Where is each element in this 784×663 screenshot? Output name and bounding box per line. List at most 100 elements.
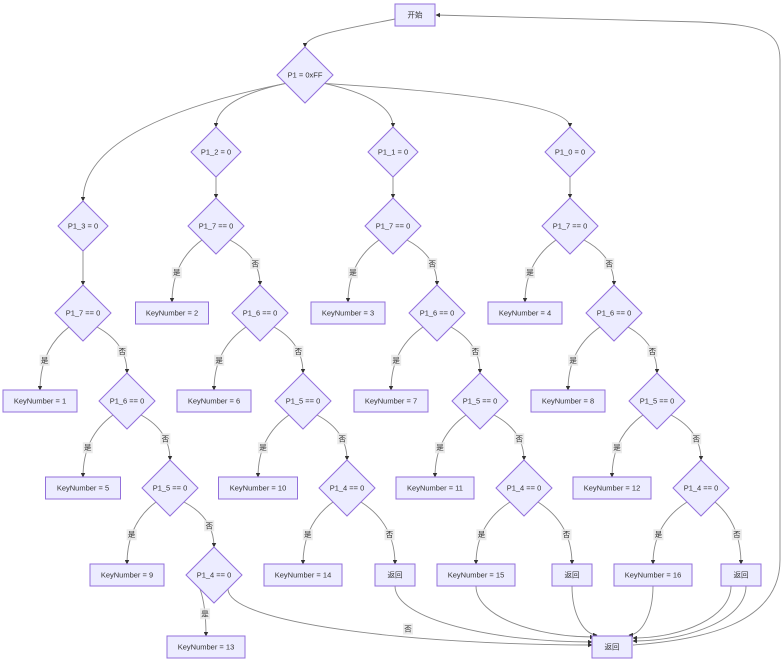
node-dk8[interactable]: KeyNumber = 8 [530,389,606,413]
edge-label-text: 否 [295,347,303,356]
edge-label-no: 否 [427,258,438,270]
edge-c4-to-ck15 [473,501,511,565]
edge-label-text: 否 [118,347,126,356]
node-a0[interactable]: P1_3 = 0 [57,200,109,252]
node-label: P1_7 == 0 [199,222,234,231]
node-a4[interactable]: P1_4 == 0 [185,546,243,604]
edge-label-text: 否 [472,347,480,356]
process-box [720,563,762,587]
edge-label-no: 否 [604,258,615,270]
edge-label-yes: 是 [302,529,313,541]
edge-label-yes: 是 [347,267,358,279]
node-ck7[interactable]: KeyNumber = 7 [353,389,429,413]
node-c5[interactable]: P1_5 == 0 [451,372,509,430]
process-box [436,563,516,587]
node-a5[interactable]: P1_5 == 0 [141,459,199,517]
edge-label-background [611,442,622,454]
node-label: KeyNumber = 16 [625,571,682,580]
edge-d7-to-dk4 [522,239,557,303]
edge-label-background [653,529,664,541]
node-end[interactable]: 返回 [591,635,633,659]
edge-label-background [403,623,413,635]
node-d0[interactable]: P1_0 = 0 [544,126,596,178]
node-d5[interactable]: P1_5 == 0 [628,372,686,430]
node-c4[interactable]: P1_4 == 0 [495,459,553,517]
edge-label-text: 是 [613,443,621,452]
edge-label-background [126,529,137,541]
node-ck3[interactable]: KeyNumber = 3 [310,301,386,325]
node-ak13[interactable]: KeyNumber = 13 [166,635,246,659]
edge-label-text: 否 [649,347,657,356]
node-dk12[interactable]: KeyNumber = 12 [572,476,652,500]
edge-label-background [470,345,481,357]
node-ck15[interactable]: KeyNumber = 15 [436,563,516,587]
node-dr[interactable]: 返回 [720,563,762,587]
edge-label-no: 否 [731,529,742,541]
edge-label-text: 是 [128,530,136,539]
edge-label-yes: 是 [200,608,211,620]
node-b7[interactable]: P1_7 == 0 [187,197,245,255]
node-bk6[interactable]: KeyNumber = 6 [176,389,252,413]
node-br[interactable]: 返回 [374,563,416,587]
node-label: P1 = 0xFF [288,71,323,80]
node-ak1[interactable]: KeyNumber = 1 [2,389,78,413]
decision-diamond [451,372,509,430]
node-label: KeyNumber = 14 [275,571,332,580]
node-bk14[interactable]: KeyNumber = 14 [263,563,343,587]
edge-label-yes: 是 [126,529,137,541]
decision-diamond [185,546,243,604]
node-b5[interactable]: P1_5 == 0 [274,372,332,430]
edge-c7-to-ck3 [345,239,380,303]
edge-label-text: 否 [338,434,346,443]
edge-label-no: 否 [647,345,658,357]
node-ak9[interactable]: KeyNumber = 9 [89,563,165,587]
edge-label-text: 是 [392,356,400,365]
node-cr[interactable]: 返回 [551,563,593,587]
node-label: 返回 [734,571,749,580]
edge-a4-to-end [227,588,593,648]
node-b4[interactable]: P1_4 == 0 [318,459,376,517]
process-box [263,563,343,587]
node-label: KeyNumber = 9 [101,571,153,580]
edge-label-background [293,345,304,357]
edge-d6-to-dk8 [565,326,601,391]
edge-a7-to-ak1 [37,326,70,391]
node-d7[interactable]: P1_7 == 0 [541,197,599,255]
node-root[interactable]: P1 = 0xFF [276,46,334,104]
node-c6[interactable]: P1_6 == 0 [408,284,466,342]
node-b0[interactable]: P1_2 = 0 [190,126,242,178]
process-box [395,476,475,500]
node-a6[interactable]: P1_6 == 0 [98,372,156,430]
edge-label-yes: 是 [257,442,268,454]
node-label: P1_6 == 0 [110,397,145,406]
node-start[interactable]: 开始 [394,3,436,27]
node-d4[interactable]: P1_4 == 0 [672,459,730,517]
edge-label-background [302,529,313,541]
decision-diamond [318,459,376,517]
edge-a5-to-ak9 [124,501,157,565]
edge-root-to-d0 [324,82,573,128]
node-a7[interactable]: P1_7 == 0 [54,284,112,342]
node-dk16[interactable]: KeyNumber = 16 [613,563,693,587]
node-b6[interactable]: P1_6 == 0 [231,284,289,342]
node-ck11[interactable]: KeyNumber = 11 [395,476,475,500]
decision-diamond [495,459,553,517]
edge-label-text: 否 [515,434,523,443]
node-label: P1_5 == 0 [153,484,188,493]
node-bk2[interactable]: KeyNumber = 2 [135,301,209,325]
edge-label-yes: 是 [434,442,445,454]
node-c0[interactable]: P1_1 = 0 [367,126,419,178]
edge-label-text: 是 [304,530,312,539]
edge-label-text: 是 [526,268,534,277]
edges-layer [37,12,781,648]
node-c7[interactable]: P1_7 == 0 [364,197,422,255]
node-label: P1_7 == 0 [66,309,101,318]
node-ak5[interactable]: KeyNumber = 5 [45,476,121,500]
node-bk10[interactable]: KeyNumber = 10 [218,476,298,500]
node-d6[interactable]: P1_6 == 0 [585,284,643,342]
edge-dr-to-end [632,585,747,644]
node-dk4[interactable]: KeyNumber = 4 [487,301,563,325]
node-label: 返回 [605,643,620,652]
decision-diamond [364,197,422,255]
edge-c4-to-cr [537,501,575,565]
